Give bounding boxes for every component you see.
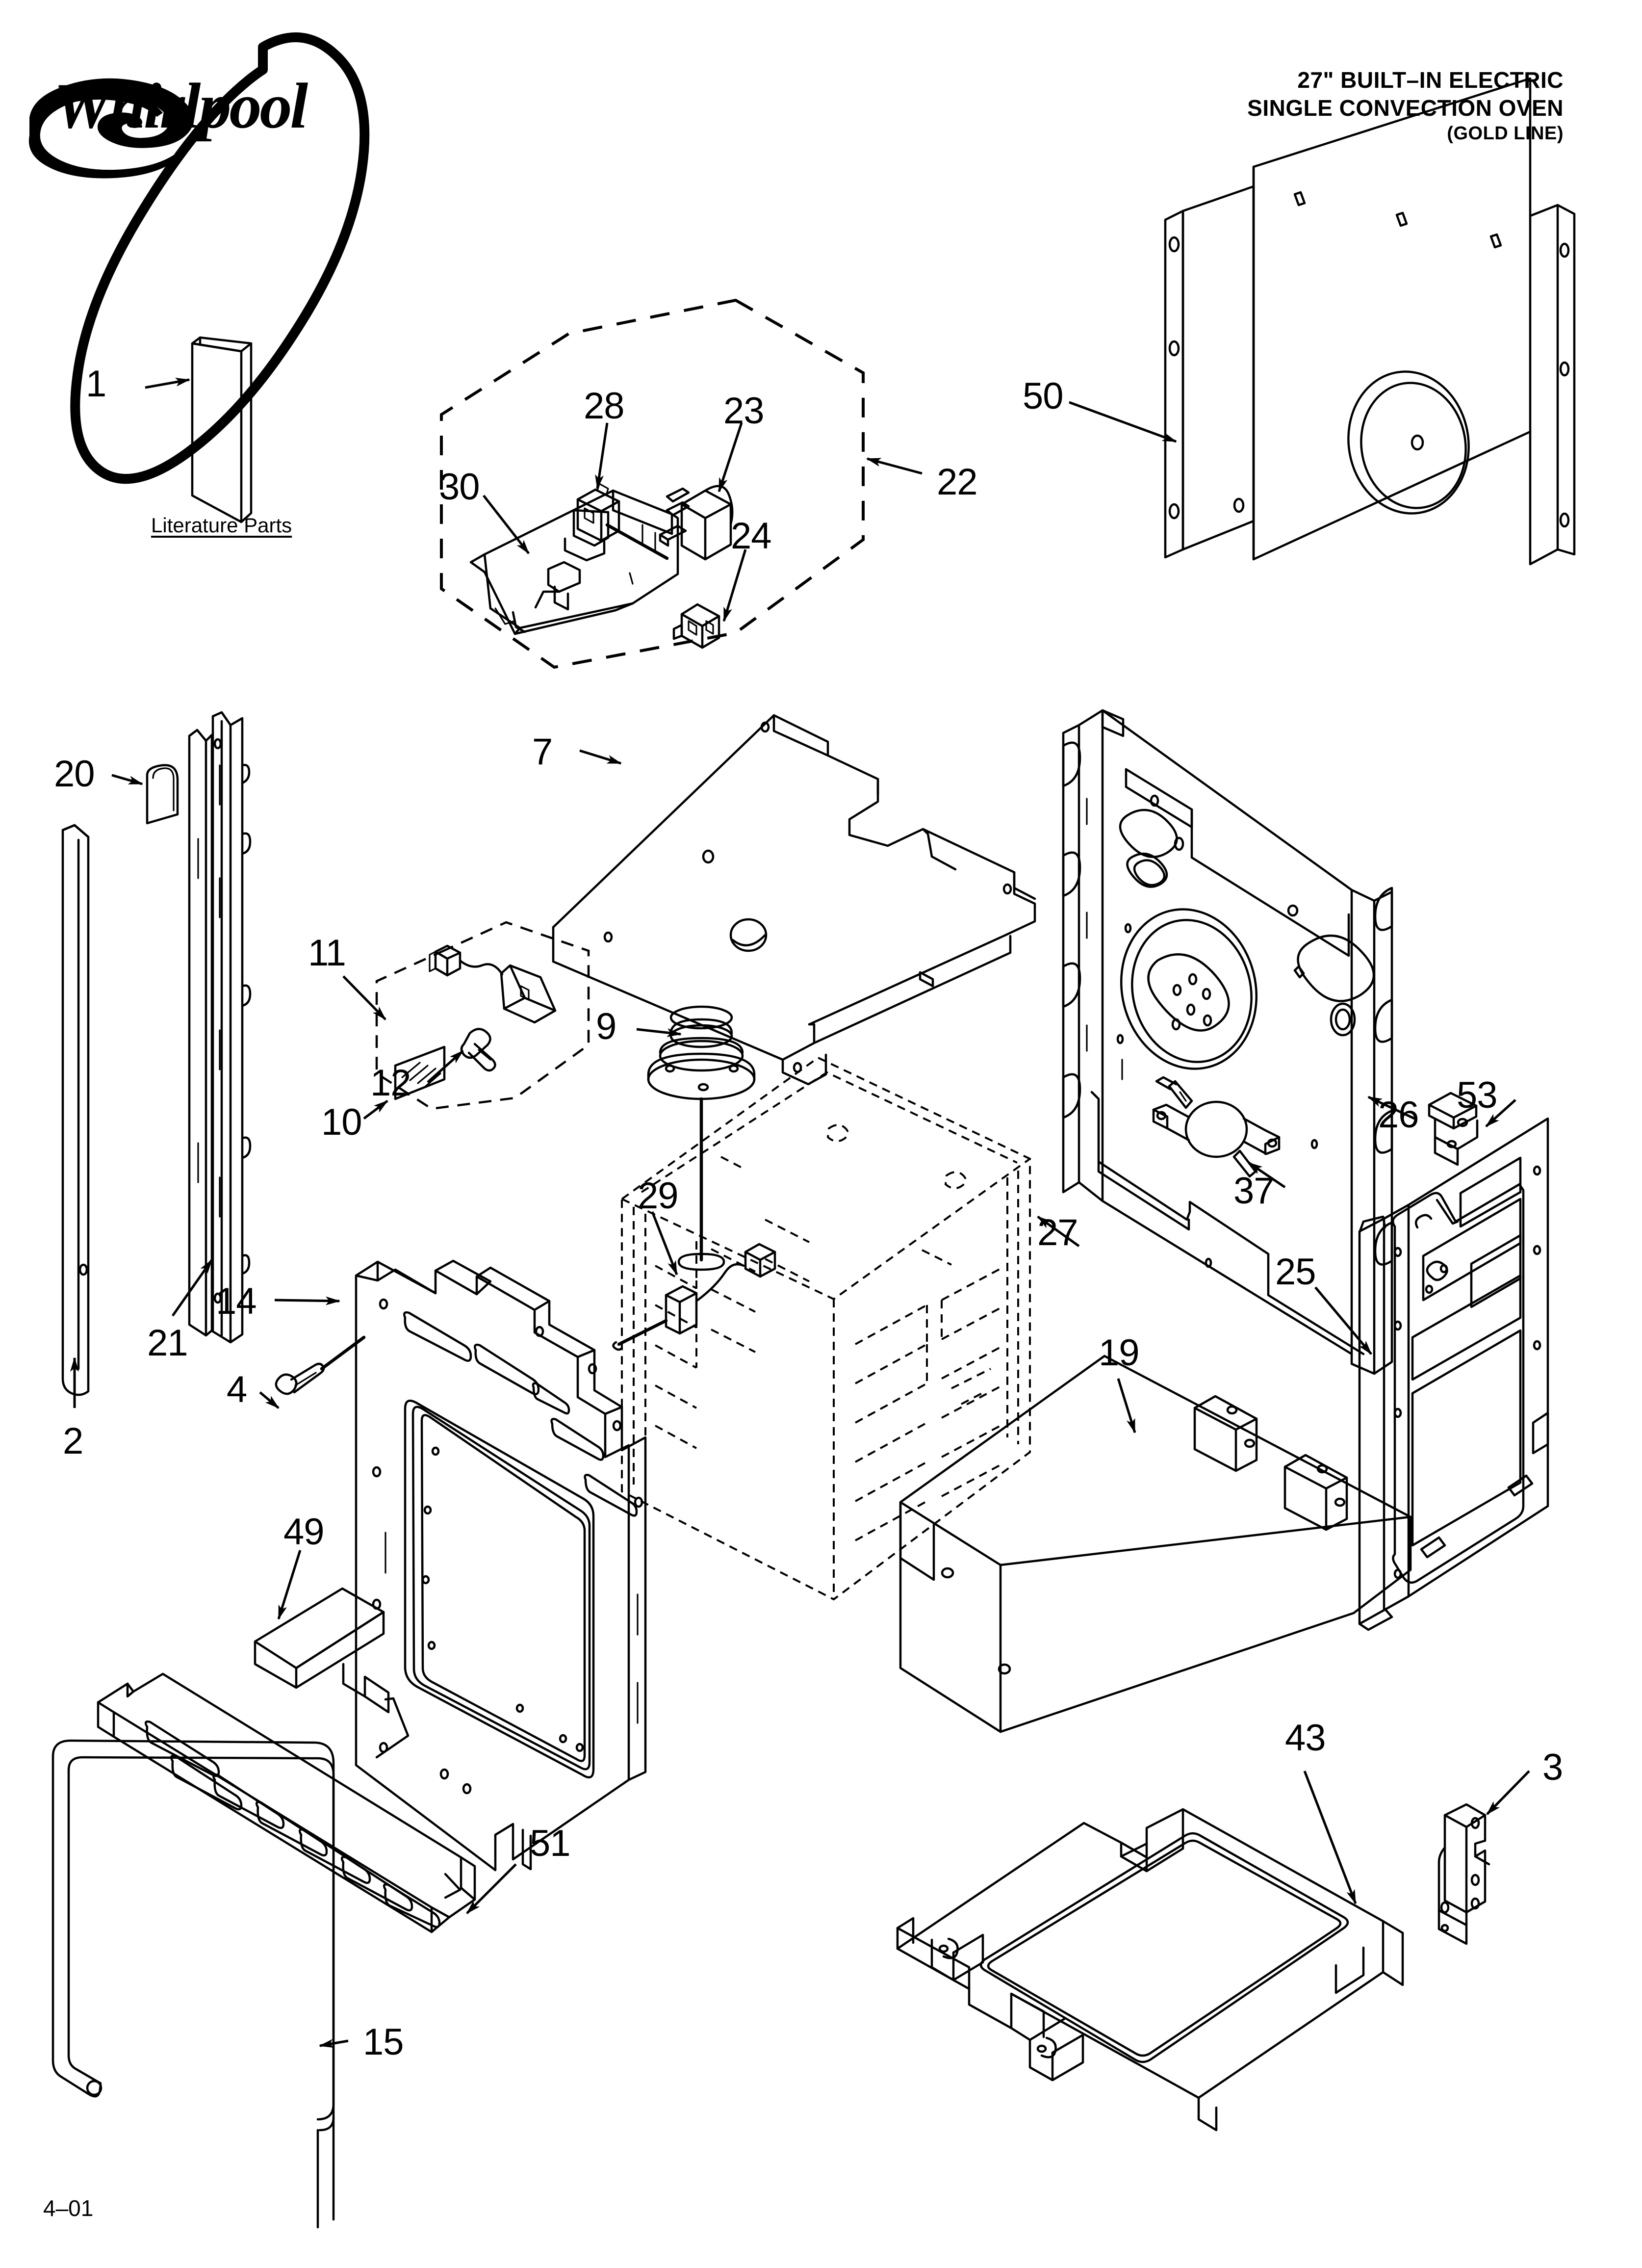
whirlpool-ellipse-sweep	[70, 32, 370, 484]
part-vent-trim	[97, 1672, 476, 1933]
callout-2: 2	[63, 1420, 83, 1462]
leader-28	[595, 422, 609, 490]
leader-25	[1314, 1286, 1372, 1355]
callout-3: 3	[1542, 1747, 1563, 1788]
leader-53	[1485, 1099, 1516, 1127]
callout-37: 37	[1233, 1170, 1275, 1212]
leader-4	[259, 1391, 280, 1409]
callout-10: 10	[321, 1101, 362, 1143]
callout-49: 49	[283, 1511, 325, 1553]
leader-24	[722, 549, 747, 622]
part-door-gasket-seal	[51, 1739, 335, 2229]
part-top-panel	[552, 714, 1036, 1086]
callout-43: 43	[1285, 1717, 1326, 1759]
part-rear-access-panel	[1164, 77, 1576, 566]
page-title-line3: (GOLD LINE)	[1447, 123, 1564, 144]
part-bottom-shelf-panel	[899, 1355, 1412, 1733]
callout-22: 22	[937, 461, 978, 503]
callout-7: 7	[532, 731, 553, 773]
part-front-frame	[355, 1259, 647, 1872]
callout-15: 15	[363, 2021, 404, 2063]
part-end-cap	[146, 764, 179, 825]
callout-25: 25	[1275, 1251, 1316, 1293]
callout-29: 29	[638, 1175, 679, 1217]
part-control-mounting-bracket	[469, 489, 679, 635]
leader-19	[1117, 1378, 1136, 1434]
part-relay-switch	[659, 485, 734, 561]
leader-51	[466, 1863, 517, 1914]
page-title-line2: SINGLE CONVECTION OVEN	[1247, 95, 1564, 121]
part-terminal-block	[672, 603, 720, 649]
leader-29	[651, 1211, 678, 1276]
page-code-footer: 4–01	[43, 2195, 94, 2221]
callout-20: 20	[54, 753, 95, 795]
part-base-frame-tray	[896, 1808, 1404, 2132]
part-support-bar	[254, 1587, 410, 1759]
leader-9	[636, 1028, 682, 1037]
control-group-boundary	[440, 298, 865, 669]
part-temperature-sensor-probe	[612, 1243, 776, 1351]
callout-21: 21	[147, 1322, 188, 1364]
leader-30	[483, 495, 530, 554]
leader-49	[277, 1550, 302, 1620]
leader-50	[1069, 401, 1177, 443]
part-wire-clip	[1428, 1092, 1479, 1166]
leader-26	[1367, 1095, 1415, 1120]
leader-11	[342, 975, 386, 1020]
callout-28: 28	[584, 385, 625, 427]
callout-9: 9	[596, 1006, 616, 1047]
part-side-rail	[188, 711, 252, 1344]
leader-14	[274, 1296, 340, 1305]
leader-43	[1303, 1771, 1357, 1904]
callout-23: 23	[723, 390, 765, 432]
leader-3	[1486, 1770, 1530, 1815]
callout-24: 24	[731, 515, 772, 557]
part-oven-cavity-liner	[621, 1056, 1031, 1601]
leader-10	[363, 1100, 388, 1120]
leader-37	[1248, 1161, 1286, 1189]
part-side-trim-strip	[61, 824, 90, 1396]
leader-15	[319, 2039, 349, 2048]
leader-7	[579, 749, 622, 765]
part-lamp-lens	[394, 1045, 446, 1100]
part-screw-pin	[275, 1335, 366, 1395]
part-side-insulation-panel	[1358, 1117, 1549, 1631]
whirlpool-swirl-icon	[28, 78, 194, 179]
literature-parts-caption: Literature Parts	[151, 514, 292, 537]
leader-22	[866, 457, 923, 475]
page-title-line1: 27" BUILT–IN ELECTRIC	[1297, 67, 1564, 93]
callout-11: 11	[308, 932, 346, 974]
leader-27	[1037, 1215, 1080, 1248]
leader-21	[171, 1259, 213, 1317]
callout-30: 30	[439, 466, 480, 508]
leader-23	[718, 422, 743, 493]
part-angle-bracket	[1437, 1803, 1490, 1945]
part-lamp-assembly	[429, 944, 557, 1024]
callout-4: 4	[227, 1369, 247, 1410]
leader-20	[111, 774, 143, 785]
callout-1: 1	[86, 363, 106, 405]
callout-19: 19	[1099, 1332, 1140, 1374]
callout-50: 50	[1023, 375, 1064, 417]
leader-1	[145, 378, 190, 389]
part-convection-fan-motor	[647, 1005, 756, 1271]
